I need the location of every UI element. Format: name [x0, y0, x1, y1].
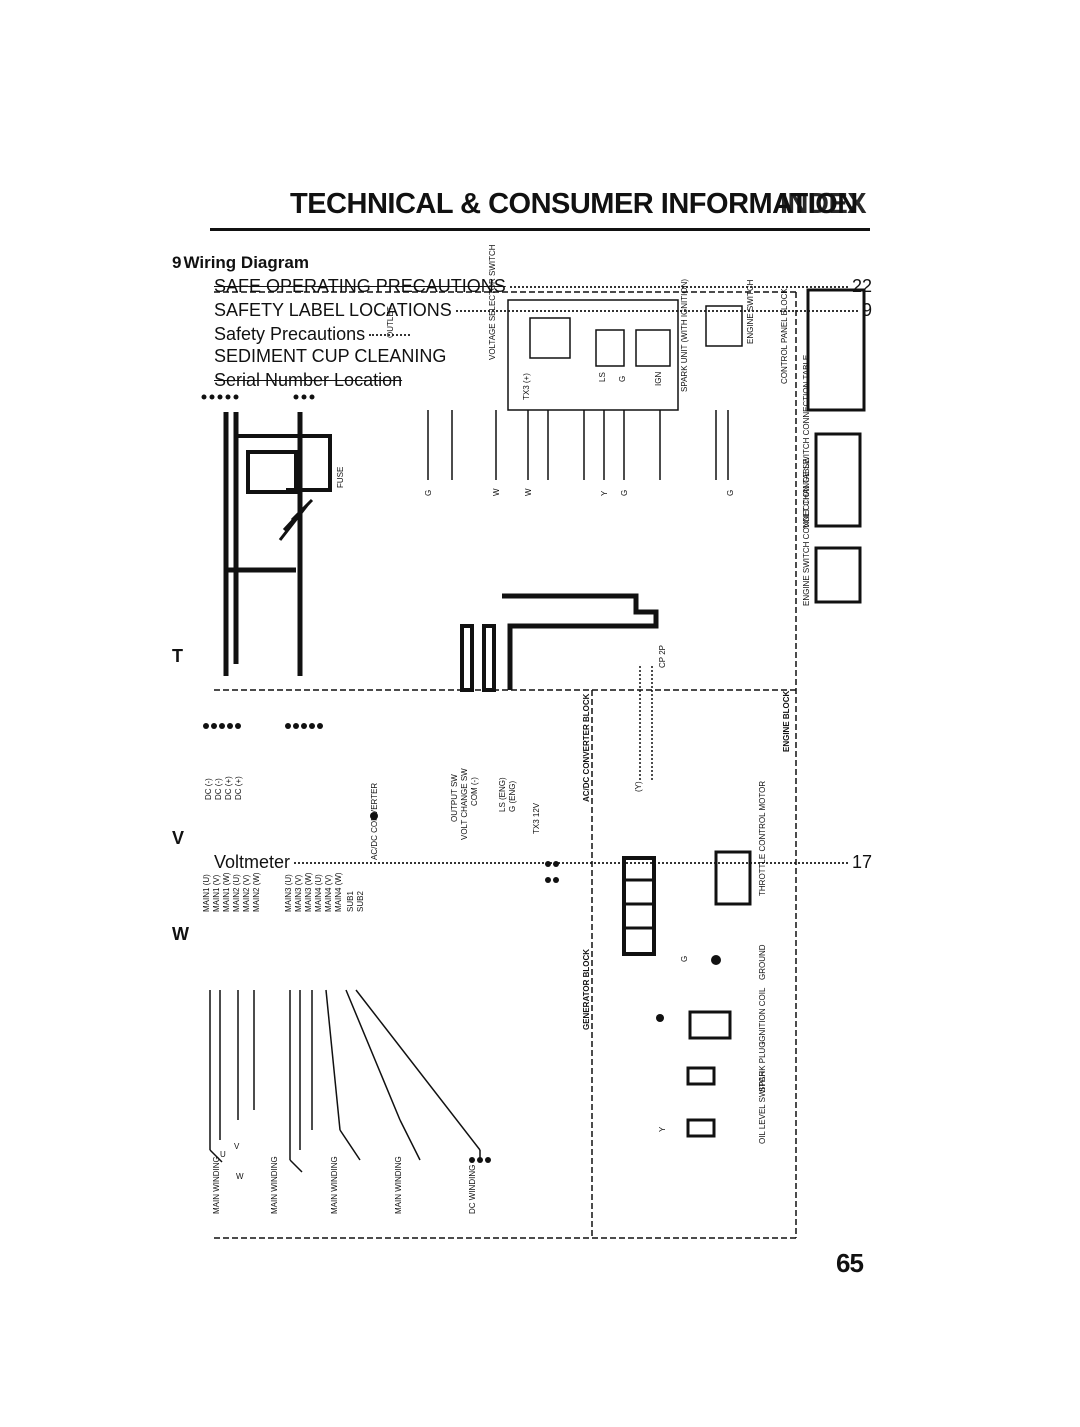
diagram-pin-label: TX3 (+) — [522, 373, 531, 400]
section-number: 9 — [172, 253, 182, 272]
toc-page: 17 — [851, 852, 872, 872]
diagram-label-com: COM (-) — [470, 777, 479, 806]
diagram-label-converter: AC/DC CONVERTER — [370, 782, 379, 860]
index-letter: W — [172, 924, 189, 944]
toc-line[interactable]: Voltmeter 17 — [214, 852, 872, 873]
diagram-label-main: MAIN1 (U) — [202, 874, 211, 912]
diagram-pin: G — [620, 489, 629, 496]
diagram-label-dc: DC (-) — [204, 778, 213, 800]
diagram-label-main: MAIN1 (V) — [212, 874, 221, 912]
index-letter: T — [172, 646, 183, 666]
diagram-label-spark-unit: SPARK UNIT (WITH IGNITION) — [680, 278, 689, 392]
diagram-label-output-sw: OUTPUT SW — [450, 774, 459, 822]
toc-line[interactable]: SEDIMENT CUP CLEANING — [214, 346, 482, 367]
diagram-pin: W — [524, 488, 533, 496]
diagram-label-throttle: THROTTLE CONTROL MOTOR — [758, 780, 767, 896]
toc-leader — [369, 334, 410, 336]
diagram-label-dc: DC (-) — [214, 778, 223, 800]
diagram-label-winding: MAIN WINDING — [394, 1156, 403, 1214]
diagram-label-winding: MAIN WINDING — [330, 1156, 339, 1214]
diagram-label-engine-switch: ENGINE SWITCH — [746, 279, 755, 344]
header-rule — [210, 228, 870, 231]
toc-leader — [294, 862, 848, 864]
diagram-pin: G — [726, 489, 735, 496]
diagram-label-sub: SUB1 — [346, 891, 355, 912]
diagram-label-dc: DC (+) — [234, 776, 243, 800]
diagram-label-winding: DC WINDING — [468, 1164, 477, 1214]
diagram-pin-label: LS — [598, 372, 607, 382]
diagram-label-sub: SUB2 — [356, 891, 365, 912]
diagram-pin: Y — [658, 1126, 667, 1132]
toc-line[interactable]: Serial Number Location — [214, 370, 424, 391]
diagram-pin: Y — [600, 490, 609, 496]
diagram-label-main: MAIN4 (U) — [314, 874, 323, 912]
section-title: Wiring Diagram — [183, 253, 309, 272]
diagram-label-ground: GROUND — [758, 944, 767, 980]
diagram-pin: CP 2P — [658, 645, 667, 668]
diagram-pin: (Y) — [634, 781, 643, 792]
header-overprint-text: INDEX — [780, 188, 867, 220]
diagram-label-engine-table: ENGINE SWITCH CONNECTION TABLE — [802, 458, 811, 606]
diagram-pin-label: G — [618, 375, 627, 382]
diagram-label-dc: DC (+) — [224, 776, 233, 800]
diagram-label-voltage: TX3 12V — [532, 802, 541, 834]
index-letter: V — [172, 828, 185, 848]
diagram-label-winding: MAIN WINDING — [270, 1156, 279, 1214]
diagram-label-voltage-selector: VOLTAGE SELECTOR SWITCH — [488, 244, 497, 360]
toc-line[interactable]: Safety Precautions — [214, 324, 414, 345]
diagram-label-main: MAIN2 (W) — [252, 872, 261, 912]
diagram-label-oil-level-switch: OIL LEVEL SWITCH — [758, 1070, 767, 1144]
diagram-label-control-panel-block: CONTROL PANEL BLOCK — [780, 288, 789, 384]
diagram-label-fuse: FUSE — [336, 466, 345, 488]
toc-label: Serial Number Location — [214, 370, 403, 390]
page-number-text: 65 — [836, 1248, 864, 1278]
diagram-pin: W — [492, 488, 501, 496]
diagram-label-main: MAIN4 (W) — [334, 872, 343, 912]
diagram-pin: G — [424, 489, 433, 496]
toc-leader — [455, 310, 858, 312]
toc-label: SAFE OPERATING PRECAUTIONS — [214, 276, 506, 296]
toc-page: 9 — [861, 300, 872, 320]
diagram-label-main: MAIN3 (W) — [304, 872, 313, 912]
diagram-label-ls-eng: LS (ENG) — [498, 777, 507, 812]
diagram-label-volt-change-sw: VOLT CHANGE SW — [460, 768, 469, 840]
toc-line[interactable]: SAFETY LABEL LOCATIONS 9 — [214, 300, 872, 321]
toc-label: SEDIMENT CUP CLEANING — [214, 346, 447, 366]
toc-leader — [509, 286, 848, 288]
diagram-label-outlet: OUTLET — [386, 306, 395, 338]
diagram-uvw: V — [234, 1142, 240, 1151]
diagram-label-main: MAIN4 (V) — [324, 874, 333, 912]
diagram-label-main: MAIN1 (W) — [222, 872, 231, 912]
diagram-label-generator-block: GENERATOR BLOCK — [582, 948, 591, 1030]
diagram-label-g-eng: G (ENG) — [508, 780, 517, 812]
page-header-title: TECHNICAL & CONSUMER INFORMATION INDEX — [290, 188, 870, 224]
diagram-label-acdc-block: AC/DC CONVERTER BLOCK — [582, 693, 591, 802]
diagram-label-main: MAIN3 (U) — [284, 874, 293, 912]
diagram-label-main: MAIN3 (V) — [294, 874, 303, 912]
diagram-uvw: U — [220, 1150, 226, 1159]
header-title-text: TECHNICAL & CONSUMER INFORMATION — [290, 188, 858, 220]
toc-label: Voltmeter — [214, 852, 291, 872]
toc-label: Safety Precautions — [214, 324, 366, 344]
diagram-label-engine-block: ENGINE BLOCK — [782, 690, 791, 752]
page-number: 65 — [836, 1248, 864, 1279]
diagram-uvw: W — [236, 1172, 244, 1181]
diagram-label-winding: MAIN WINDING — [212, 1156, 221, 1214]
diagram-pin-label: IGN — [654, 371, 663, 386]
toc-label: SAFETY LABEL LOCATIONS — [214, 300, 452, 320]
diagram-label-main: MAIN2 (U) — [232, 874, 241, 912]
diagram-pin: G — [680, 955, 689, 962]
diagram-label-main: MAIN2 (V) — [242, 874, 251, 912]
diagram-label-ignition-coil: IGNITION COIL — [758, 987, 767, 1044]
